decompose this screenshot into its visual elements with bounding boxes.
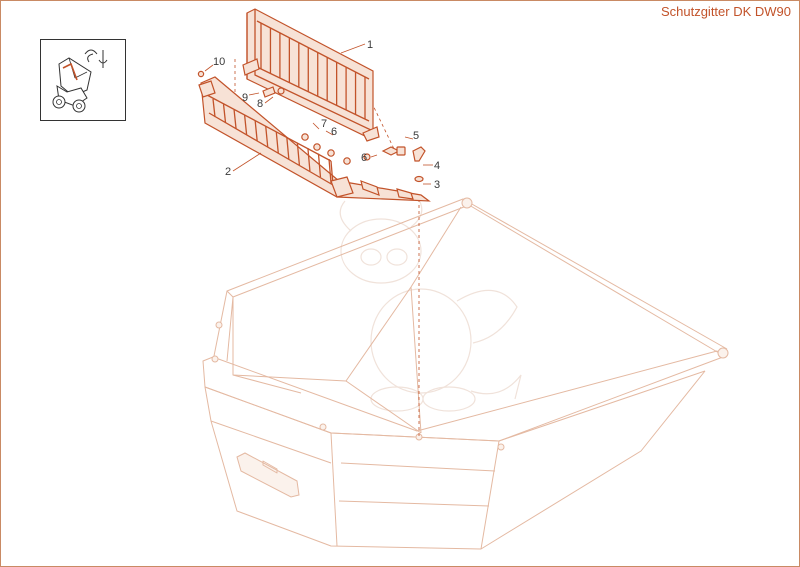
frame-bar	[307, 148, 311, 172]
frame-bar	[254, 120, 258, 142]
dumper-skip	[202, 197, 729, 550]
watermark-dragon	[339, 196, 522, 412]
frame-bar	[317, 153, 322, 178]
machine-thumbnail	[40, 39, 126, 121]
callout-7: 7	[321, 118, 327, 130]
callout-9: 9	[242, 92, 248, 104]
frame-bar	[243, 115, 248, 136]
callout-10: 10	[213, 56, 225, 68]
callout-5: 5	[413, 130, 419, 142]
callout-labels: 1 2 3 4 5 6 6 7 8 9 10	[213, 39, 440, 191]
callout-6-right: 6	[361, 152, 367, 164]
frame-bar	[286, 137, 290, 160]
callout-1: 1	[367, 39, 373, 51]
page-title: Schutzgitter DK DW90	[660, 4, 791, 19]
frame-bar	[328, 158, 332, 184]
callout-3: 3	[434, 179, 440, 191]
callout-4: 4	[434, 160, 440, 172]
upper-guard-grille	[242, 8, 380, 142]
lower-guard-frame	[198, 76, 431, 202]
frame-bar	[296, 142, 301, 166]
callout-6-left: 6	[331, 126, 337, 138]
machine-overview-icon	[52, 49, 108, 113]
frame-bar	[233, 109, 237, 130]
frame-bar	[222, 104, 227, 124]
frame-bar	[265, 126, 269, 148]
frame-bar	[212, 98, 216, 118]
frame-bar	[275, 131, 279, 154]
callout-8: 8	[257, 98, 263, 110]
hardware-parts	[197, 70, 426, 183]
leader-lines	[204, 43, 433, 185]
callout-2: 2	[225, 166, 231, 178]
